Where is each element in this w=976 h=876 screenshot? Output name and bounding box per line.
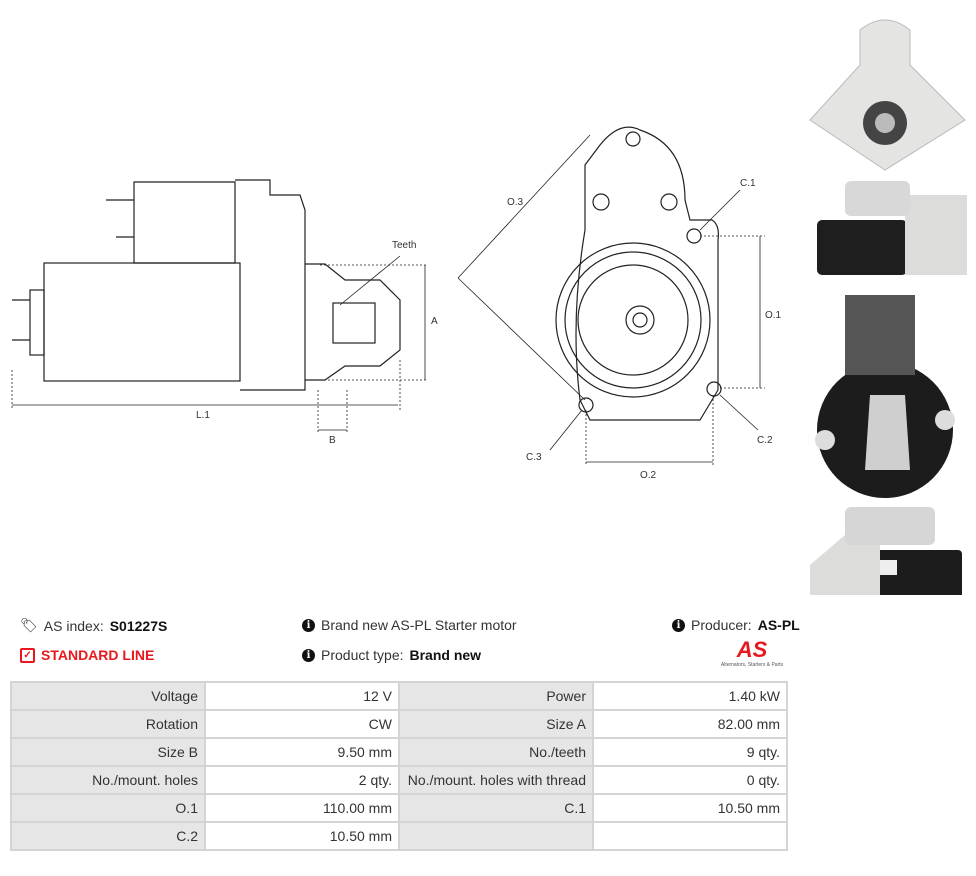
- info-icon: i: [302, 648, 315, 662]
- as-index: 🏷 AS index: S01227S: [20, 617, 167, 634]
- front-view: [457, 126, 765, 465]
- product-photos: [809, 19, 967, 595]
- photo-front[interactable]: [809, 19, 966, 171]
- standard-line-label: STANDARD LINE: [41, 647, 155, 663]
- spec-value: 1.40 kW: [592, 681, 788, 711]
- side-view: [11, 179, 428, 432]
- label-o1: O.1: [765, 310, 782, 321]
- spec-label: No./mount. holes with thread: [398, 765, 594, 795]
- logo-tagline: Alternators, Starters & Parts: [720, 662, 784, 668]
- producer-value: AS-PL: [757, 617, 800, 633]
- product-type: i Product type: Brand new: [302, 647, 481, 663]
- label-c1: C.1: [740, 178, 756, 189]
- photo-rear[interactable]: [815, 295, 955, 498]
- as-index-label: AS index:: [43, 617, 104, 634]
- spec-label: [398, 821, 594, 851]
- info-icon: i: [302, 618, 315, 632]
- checkbox-icon: ✓: [20, 647, 35, 663]
- label-teeth: Teeth: [392, 240, 416, 251]
- spec-label: Rotation: [10, 709, 206, 739]
- as-index-value: S01227S: [109, 617, 168, 634]
- product-type-label: Product type:: [321, 647, 404, 663]
- logo-text: AS: [736, 637, 768, 662]
- label-a: A: [431, 316, 438, 327]
- label-c3: C.3: [526, 452, 542, 463]
- technical-drawing: Teeth A L.1 B O.3 C.1 O.1 C.2 C.3 O.2: [11, 126, 782, 480]
- spec-label: No./teeth: [398, 737, 594, 767]
- spec-label: Size B: [10, 737, 206, 767]
- spec-value: 9.50 mm: [204, 737, 400, 767]
- spec-label: C.1: [398, 793, 594, 823]
- label-o3: O.3: [507, 197, 524, 208]
- spec-label: No./mount. holes: [10, 765, 206, 795]
- spec-value: 82.00 mm: [592, 709, 788, 739]
- spec-label: C.2: [10, 821, 206, 851]
- description-text: Brand new AS-PL Starter motor: [321, 617, 517, 633]
- spec-label: O.1: [10, 793, 206, 823]
- spec-value: [592, 821, 788, 851]
- description: i Brand new AS-PL Starter motor: [302, 617, 517, 633]
- spec-value: CW: [204, 709, 400, 739]
- info-icon: i: [672, 618, 685, 632]
- spec-value: 0 qty.: [592, 765, 788, 795]
- label-o2: O.2: [640, 470, 657, 480]
- label-c2: C.2: [757, 435, 773, 446]
- as-pl-logo: AS Alternators, Starters & Parts: [712, 637, 792, 669]
- standard-line-badge: ✓ STANDARD LINE: [20, 647, 154, 663]
- spec-value: 10.50 mm: [592, 793, 788, 823]
- spec-value: 2 qty.: [204, 765, 400, 795]
- tag-icon: 🏷: [20, 617, 38, 633]
- spec-value: 110.00 mm: [204, 793, 400, 823]
- photo-side[interactable]: [817, 181, 967, 275]
- label-l1: L.1: [196, 410, 210, 421]
- spec-label: Size A: [398, 709, 594, 739]
- spec-value: 9 qty.: [592, 737, 788, 767]
- photo-angle[interactable]: [810, 507, 962, 595]
- spec-label: Power: [398, 681, 594, 711]
- producer-label: Producer:: [691, 617, 752, 633]
- label-b: B: [329, 435, 336, 446]
- spec-value: 10.50 mm: [204, 821, 400, 851]
- product-type-value: Brand new: [409, 647, 482, 663]
- spec-value: 12 V: [204, 681, 400, 711]
- producer: i Producer: AS-PL: [672, 617, 800, 633]
- spec-label: Voltage: [10, 681, 206, 711]
